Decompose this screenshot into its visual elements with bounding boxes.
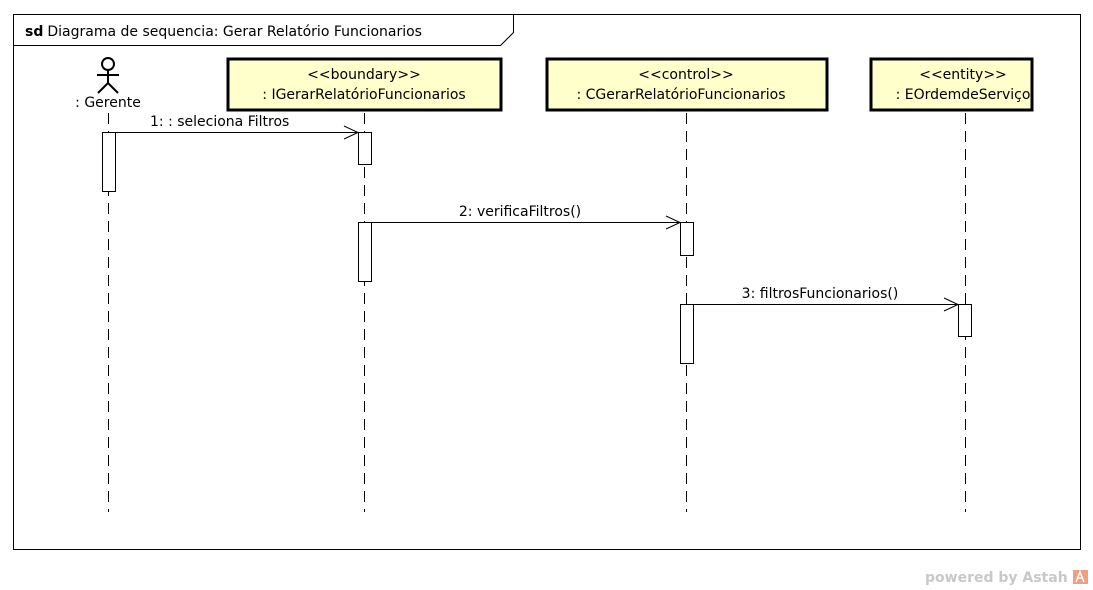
message-1[interactable]: 1: : seleciona Filtros: [115, 114, 360, 140]
actor-gerente[interactable]: : Gerente: [75, 57, 141, 111]
open-arrowhead-icon: [665, 215, 682, 230]
participant-stereotype: <<control>>: [638, 67, 733, 83]
open-arrowhead-icon: [943, 297, 960, 312]
diagram-frame: [13, 14, 1081, 550]
message-2[interactable]: 2: verificaFiltros(): [371, 204, 682, 230]
activation-bar: [102, 132, 116, 192]
participant-boundary[interactable]: <<boundary>> : IGerarRelatórioFuncionari…: [226, 57, 503, 112]
participant-stereotype: <<entity>>: [919, 67, 1007, 83]
activation-bar: [680, 304, 694, 364]
activation-bar: [680, 222, 694, 256]
astah-logo-icon: [1073, 569, 1088, 584]
frame-keyword: sd: [25, 24, 43, 40]
message-label: 2: verificaFiltros(): [459, 204, 581, 220]
participant-control[interactable]: <<control>> : CGerarRelatórioFuncionario…: [545, 57, 829, 112]
message-label: 1: : seleciona Filtros: [150, 114, 289, 130]
message-3[interactable]: 3: filtrosFuncionarios(): [693, 286, 960, 312]
activation-bar: [358, 132, 372, 165]
message-label: 3: filtrosFuncionarios(): [742, 286, 899, 302]
participant-stereotype: <<boundary>>: [307, 67, 421, 83]
participant-name: : CGerarRelatórioFuncionarios: [576, 87, 785, 103]
participant-entity[interactable]: <<entity>> : EOrdemdeServiço: [869, 57, 1034, 112]
participant-name: : EOrdemdeServiço: [896, 87, 1031, 103]
stick-figure-icon: [97, 57, 119, 94]
participant-name: : IGerarRelatórioFuncionarios: [262, 87, 465, 103]
participant-box: [226, 57, 503, 112]
actor-name: : Gerente: [75, 95, 141, 111]
participant-box: [545, 57, 829, 112]
activation-bar: [958, 304, 972, 337]
frame-title-text: Diagrama de sequencia: Gerar Relatório F…: [47, 24, 422, 40]
activation-bar: [358, 222, 372, 282]
frame-title-tab: [13, 14, 514, 46]
open-arrowhead-icon: [343, 125, 360, 140]
watermark-text: powered by Astah: [925, 570, 1068, 586]
astah-watermark: powered by Astah: [925, 569, 1088, 586]
participant-box: [869, 57, 1034, 112]
